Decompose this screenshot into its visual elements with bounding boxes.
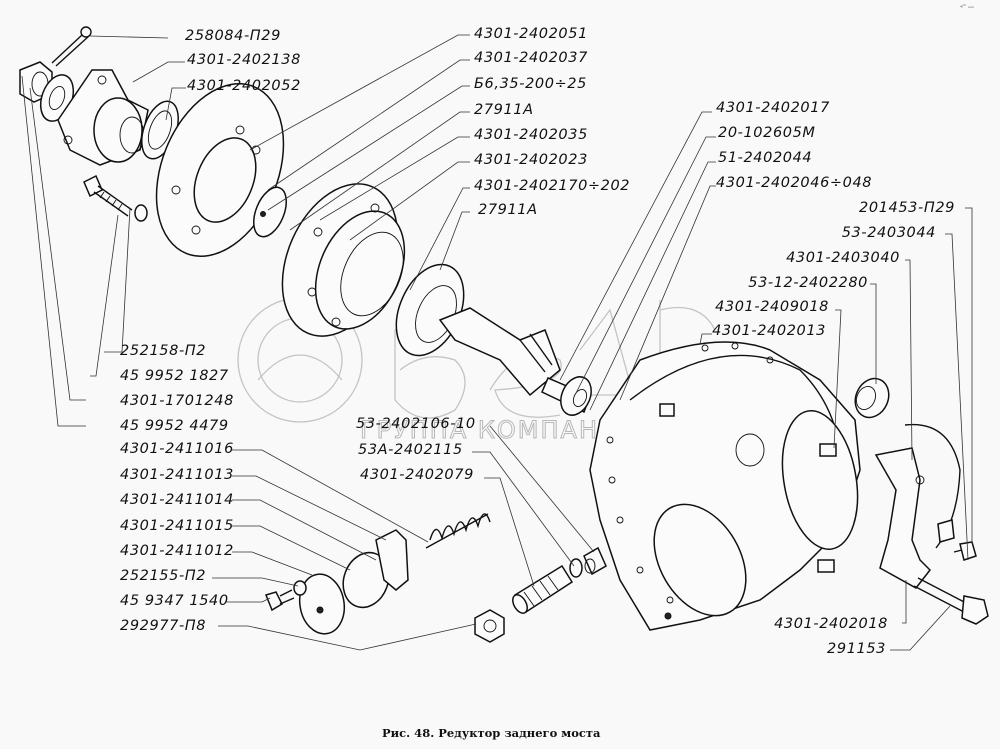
differential-carrier	[589, 341, 861, 631]
labels-left-bottom: 4301-2411016 4301-2411013 4301-2411014 4…	[120, 441, 234, 634]
corner-mark: «ᵐ ₘₘ	[960, 4, 974, 10]
part-label: 27911A	[474, 102, 534, 118]
watermark-subtitle: ГРУППА КОМПАНИЙ	[360, 415, 639, 444]
pilot-bearing	[560, 376, 592, 416]
shim	[253, 186, 287, 238]
labels-top-right: 4301-2402017 20-102605М 51-2402044 4301-…	[716, 100, 872, 191]
part-label: 4301-2411014	[120, 492, 234, 508]
part-label: 4301-2402013	[712, 323, 826, 339]
part-label: 4301-2402052	[187, 78, 301, 94]
part-label: 201453-П29	[859, 200, 955, 216]
labels-top-left: 258084-П29 4301-2402138 4301-2402052	[185, 28, 301, 94]
part-label: 45 9952 1827	[120, 368, 229, 384]
part-label: 252155-П2	[120, 568, 206, 584]
part-label: 4301-1701248	[120, 393, 234, 409]
part-label: 4301-2402018	[774, 616, 888, 632]
lock-plate	[937, 519, 955, 543]
cotter-pin	[51, 26, 92, 67]
adjusting-screw	[512, 564, 574, 614]
part-label: 20-102605М	[718, 125, 816, 141]
cap-bolt	[913, 577, 989, 625]
part-label: 4301-2402170÷202	[474, 178, 630, 194]
part-label: 53-2403044	[842, 225, 936, 241]
leader-lines	[21, 34, 973, 651]
part-label: 252158-П2	[120, 343, 206, 359]
part-label: 258084-П29	[185, 28, 281, 44]
part-label: 4301-2402051	[474, 26, 588, 42]
part-label: 4301-2402138	[187, 52, 301, 68]
part-label: 291153	[827, 641, 886, 657]
labels-center-bottom: 53-2402106-10 53А-2402115 4301-2402079	[356, 416, 476, 483]
labels-bottom-right: 4301-2402018 291153	[774, 616, 888, 657]
lock-plate-bolt	[953, 541, 977, 561]
labels-right: 201453-П29 53-2403044 4301-2403040 53-12…	[712, 200, 955, 339]
part-label: 4301-2402079	[360, 467, 474, 483]
bearing-housing	[281, 183, 406, 337]
flange-yoke	[57, 69, 149, 166]
lock-cover-bolt	[264, 580, 307, 612]
pinion-lock-spring	[425, 513, 491, 549]
watermark: ГРУППА КОМПАНИЙ	[237, 297, 716, 445]
lock-housing	[298, 529, 409, 635]
part-label: 45 9952 4479	[120, 418, 229, 434]
part-label: 292977-П8	[120, 618, 206, 634]
part-label: 4301-2409018	[715, 299, 829, 315]
part-label: 4301-2402017	[716, 100, 830, 116]
part-label: 4301-2411012	[120, 543, 234, 559]
adjusting-screw-bushing	[583, 546, 607, 576]
part-label: 53-12-2402280	[748, 275, 868, 291]
labels-top-center: 4301-2402051 4301-2402037 Б6,35-200÷25 2…	[474, 26, 630, 218]
part-label: 27911A	[478, 202, 538, 218]
part-label: 4301-2402035	[474, 127, 588, 143]
part-label: 4301-2402023	[474, 152, 588, 168]
part-label: 4301-2402046÷048	[716, 175, 872, 191]
figure-caption: Рис. 48. Редуктор заднего моста	[382, 726, 601, 740]
part-label: 51-2402044	[718, 150, 812, 166]
part-label: 53-2402106-10	[356, 416, 476, 432]
flange-bolt	[83, 174, 148, 222]
adjusting-screw-washer	[569, 558, 583, 578]
bearing-cap	[874, 423, 961, 589]
bearing-cover	[155, 83, 285, 257]
part-label: 45 9347 1540	[120, 593, 229, 609]
part-label: 4301-2411015	[120, 518, 234, 534]
part-label: 4301-2402037	[474, 50, 588, 66]
part-label: 4301-2411016	[120, 441, 234, 457]
adjusting-nut	[854, 377, 890, 419]
lock-nut	[474, 609, 505, 643]
part-label: Б6,35-200÷25	[474, 76, 587, 92]
part-label: 4301-2403040	[786, 250, 900, 266]
part-label: 4301-2411013	[120, 467, 234, 483]
part-label: 53А-2402115	[358, 442, 463, 458]
labels-left-middle: 252158-П2 45 9952 1827 4301-1701248 45 9…	[120, 343, 234, 434]
